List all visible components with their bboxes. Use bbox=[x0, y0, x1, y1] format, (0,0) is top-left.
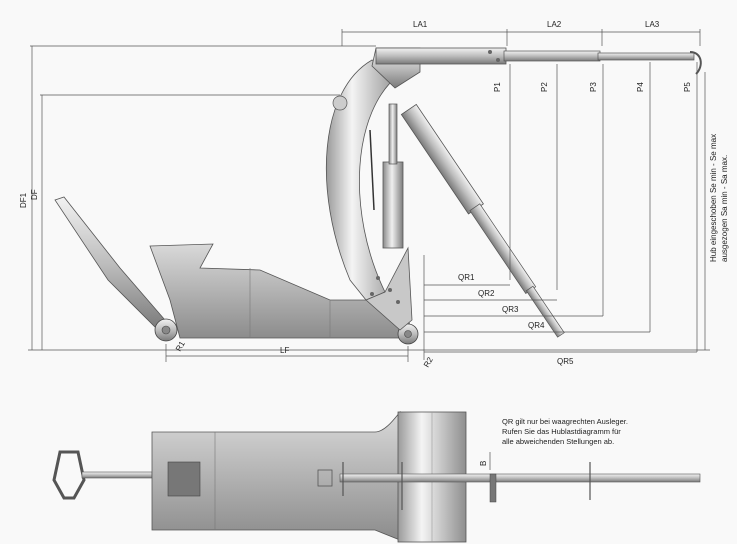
la3-label: LA3 bbox=[645, 20, 660, 29]
top-chassis bbox=[151, 410, 401, 541]
p1-label: P1 bbox=[493, 82, 502, 92]
boom-section-1 bbox=[375, 47, 507, 65]
handle-arm bbox=[54, 196, 166, 331]
top-handle-loop bbox=[52, 450, 86, 500]
top-boom bbox=[339, 473, 701, 483]
qr4-label: QR4 bbox=[528, 321, 545, 330]
hub-label-2: ausgezogen Sa min - Sa max. bbox=[720, 155, 729, 262]
qr5-label: QR5 bbox=[557, 357, 574, 366]
note-line-1: QR gilt nur bei waagrechten Ausleger. bbox=[502, 417, 628, 426]
la1-label: LA1 bbox=[413, 20, 428, 29]
note-line-3: alle abweichenden Stellungen ab. bbox=[502, 437, 615, 446]
df1-label: DF1 bbox=[19, 192, 28, 208]
r1-label: R1 bbox=[174, 339, 187, 353]
qr1-label: QR1 bbox=[458, 273, 475, 282]
boom-section-2 bbox=[503, 50, 601, 62]
b-label: B bbox=[479, 461, 488, 466]
note-line-2: Rufen Sie das Hublastdiagramm für bbox=[502, 427, 621, 436]
boom-section-3 bbox=[597, 52, 695, 61]
lf-label: LF bbox=[280, 346, 289, 355]
qr3-label: QR3 bbox=[502, 305, 519, 314]
p3-label: P3 bbox=[589, 82, 598, 92]
top-battery-box bbox=[167, 461, 201, 497]
p5-label: P5 bbox=[683, 82, 692, 92]
qr-note: QR gilt nur bei waagrechten Ausleger. Ru… bbox=[502, 417, 732, 447]
p4-label: P4 bbox=[636, 82, 645, 92]
qr2-label: QR2 bbox=[478, 289, 495, 298]
boom-extended bbox=[400, 103, 565, 338]
lift-cylinder bbox=[382, 161, 404, 249]
df-label: DF bbox=[30, 189, 39, 200]
la2-label: LA2 bbox=[547, 20, 562, 29]
p2-label: P2 bbox=[540, 82, 549, 92]
hub-label-1: Hub eingeschoben Se min - Se max bbox=[709, 134, 718, 262]
